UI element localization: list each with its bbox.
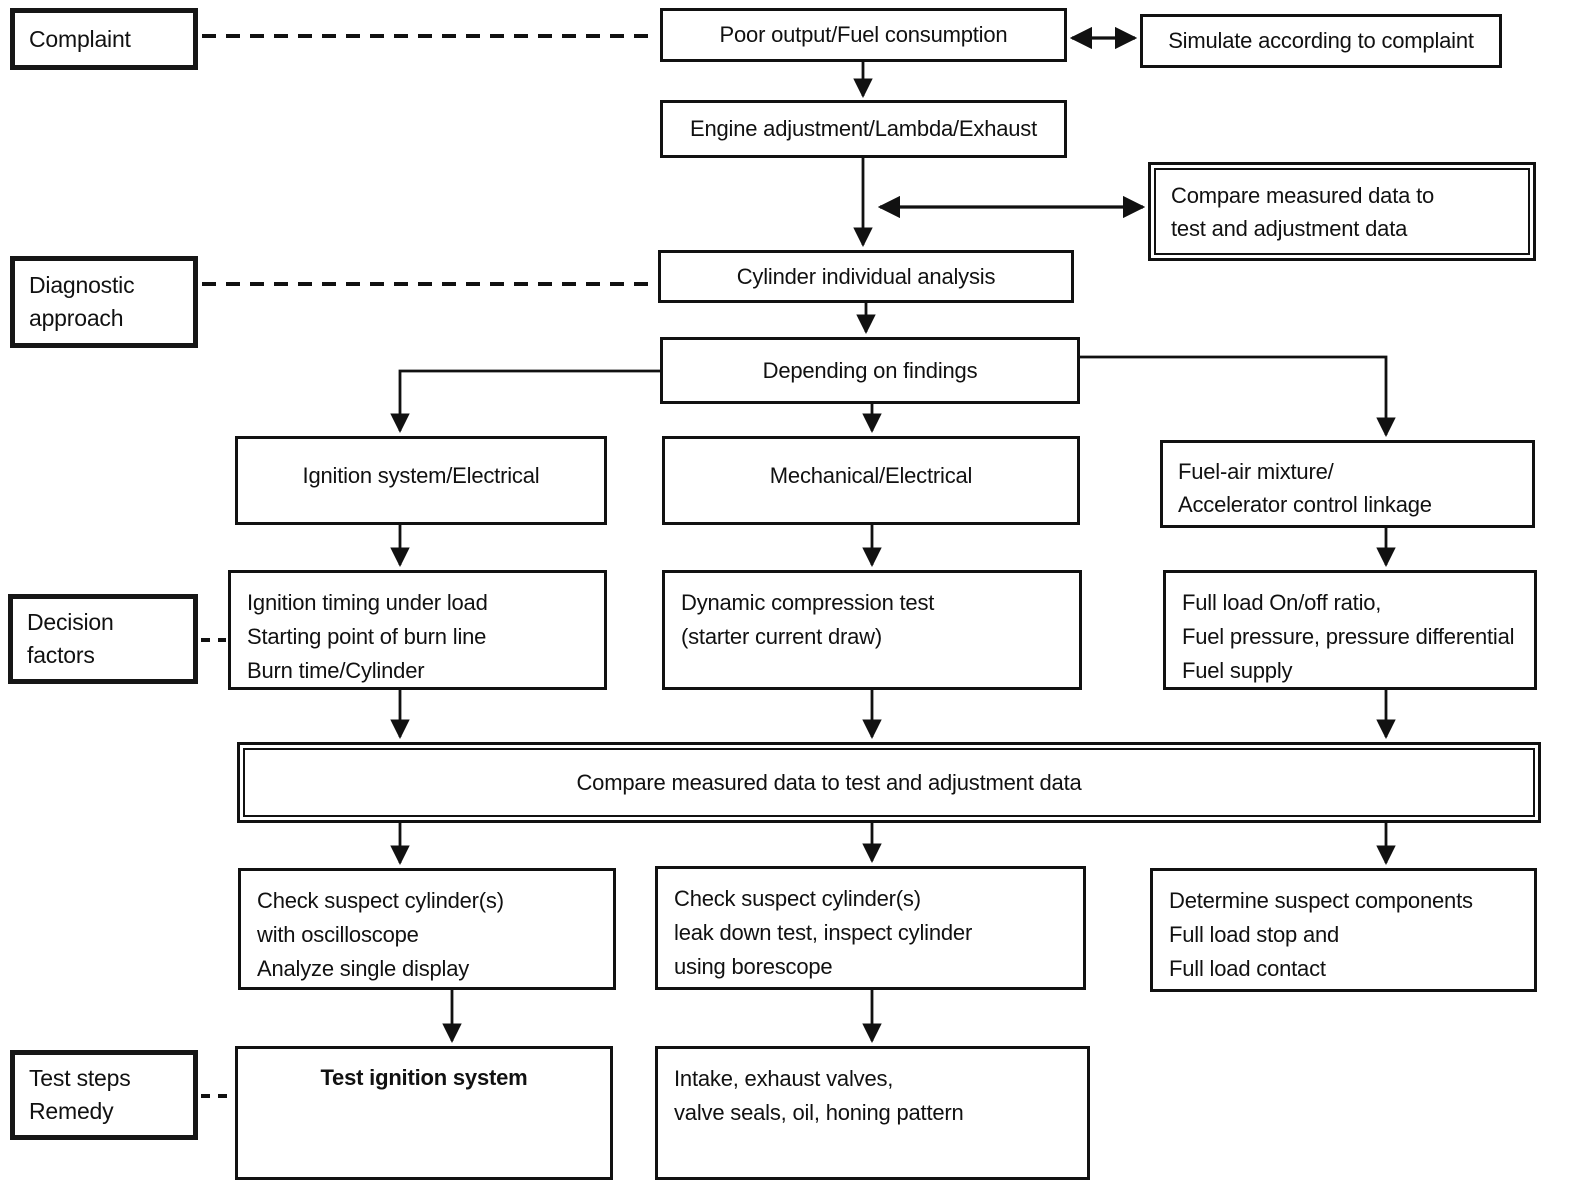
node-complaint-label: Complaint [10, 8, 198, 70]
node-cylinder-analysis: Cylinder individual analysis [658, 250, 1074, 303]
node-compare-data-wide: Compare measured data to test and adjust… [237, 742, 1541, 823]
node-depending-on-findings: Depending on findings [660, 337, 1080, 404]
text-line: valve seals, oil, honing pattern [674, 1100, 964, 1125]
text-line: Check suspect cylinder(s) [674, 886, 921, 911]
text-line: Dynamic compression test [681, 590, 935, 615]
text-line: Check suspect cylinder(s) [257, 888, 504, 913]
arrow-branch-left [390, 369, 660, 433]
text-line: test and adjustment data [1171, 215, 1408, 241]
text-line: Fuel-air mixture/ [1178, 459, 1334, 484]
text-line: with oscilloscope [257, 922, 419, 947]
text-line: Poor output/Fuel consumption [719, 22, 1008, 47]
node-ignition-system: Ignition system/Electrical [235, 436, 607, 525]
text-line: Mechanical/Electrical [769, 463, 973, 488]
text-line: using borescope [674, 954, 833, 979]
text-line: Ignition timing under load [247, 590, 488, 615]
node-test-ignition-system: Test ignition system [235, 1046, 613, 1180]
text-line: Compare measured data to test and adjust… [576, 769, 1082, 795]
text-line: Decision [27, 609, 114, 635]
text-line: Full load stop and [1169, 922, 1340, 947]
text-line: Ignition system/Electrical [302, 463, 540, 488]
node-compare-data-side: Compare measured data to test and adjust… [1148, 162, 1536, 261]
text-line: Starting point of burn line [247, 624, 487, 649]
node-decision-factors-label: Decision factors [8, 594, 198, 684]
text-line: Compare measured data to [1171, 182, 1435, 208]
text-line: Determine suspect components [1169, 888, 1473, 913]
text-line: Full load On/off ratio, [1182, 590, 1382, 615]
node-simulate-complaint: Simulate according to complaint [1140, 14, 1502, 68]
node-mechanical-electrical: Mechanical/Electrical [662, 436, 1080, 525]
text-line: Engine adjustment/Lambda/Exhaust [689, 116, 1038, 141]
node-engine-adjustment: Engine adjustment/Lambda/Exhaust [660, 100, 1067, 158]
node-dynamic-compression: Dynamic compression test (starter curren… [662, 570, 1082, 690]
text-line: Remedy [29, 1098, 114, 1124]
text-line: Test ignition system [320, 1065, 528, 1090]
node-determine-components: Determine suspect components Full load s… [1150, 868, 1537, 992]
text-line: Burn time/Cylinder [247, 658, 425, 683]
text-line: Accelerator control linkage [1178, 492, 1432, 517]
text-line: Analyze single display [257, 956, 470, 981]
text-line: approach [29, 305, 124, 331]
text-line: (starter current draw) [681, 624, 882, 649]
node-ignition-timing: Ignition timing under load Starting poin… [228, 570, 607, 690]
text-line: Depending on findings [762, 357, 978, 383]
text-line: Fuel supply [1182, 658, 1293, 683]
node-intake-exhaust-valves: Intake, exhaust valves, valve seals, oil… [655, 1046, 1090, 1180]
text-line: Fuel pressure, pressure differential [1182, 624, 1515, 649]
node-check-oscilloscope: Check suspect cylinder(s) with oscillosc… [238, 868, 616, 990]
text-line: Intake, exhaust valves, [674, 1066, 894, 1091]
text-line: Test steps [29, 1065, 131, 1091]
text-line: Simulate according to complaint [1168, 28, 1474, 53]
text-line: factors [27, 642, 95, 668]
node-check-leakdown: Check suspect cylinder(s) leak down test… [655, 866, 1086, 990]
node-diagnostic-approach-label: Diagnostic approach [10, 256, 198, 348]
node-full-load-ratio: Full load On/off ratio, Fuel pressure, p… [1163, 570, 1537, 690]
node-test-steps-remedy-label: Test steps Remedy [10, 1050, 198, 1140]
text-line: leak down test, inspect cylinder [674, 920, 973, 945]
arrow-branch-right [1080, 355, 1396, 437]
text-line: Diagnostic [29, 272, 135, 298]
node-fuel-air-mixture: Fuel-air mixture/ Accelerator control li… [1160, 440, 1535, 528]
node-poor-output: Poor output/Fuel consumption [660, 8, 1067, 62]
text-line: Cylinder individual analysis [736, 263, 996, 289]
text-line: Full load contact [1169, 956, 1326, 981]
text-line: Complaint [29, 25, 131, 52]
